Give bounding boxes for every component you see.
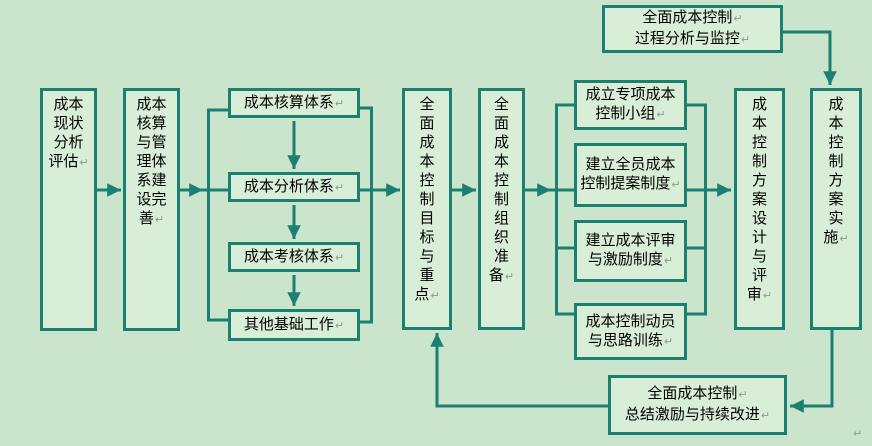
box-label-line2: 过程分析与监控	[634, 31, 740, 47]
box-label: 成本 现状 分析 评估	[48, 97, 84, 170]
flow-box-control-org-preparation: 全 面 成 本 控 制 组 织 准 备↵	[478, 88, 525, 330]
return-mark: ↵	[762, 289, 773, 302]
box-label-line2: 总结激励与持续改进	[624, 407, 760, 423]
flow-box-special-control-team: 成立专项成本 控制小组↵	[574, 80, 687, 130]
box-label: 成立专项成本 控制小组	[585, 87, 676, 122]
box-label: 成 本 控 制 方 案 设 计 与 评 审	[746, 97, 767, 303]
flow-box-plan-design-review: 成 本 控 制 方 案 设 计 与 评 审↵	[734, 88, 785, 330]
return-mark: ↵	[79, 156, 89, 169]
return-mark: ↵	[430, 289, 440, 302]
box-label: 成本 核算 与管 理体 系建 设完 善	[136, 97, 167, 227]
flow-box-review-incentive-system: 建立成本评审 与激励制度↵	[574, 220, 687, 282]
box-label: 全 面 成 本 控 制 组 织 准 备	[488, 97, 509, 284]
return-mark: ↵	[663, 334, 674, 348]
box-label: 建立全员成本 控制提案制度	[580, 157, 676, 192]
box-label: 成 本 控 制 方 案 实 施	[823, 97, 844, 246]
flow-box-cost-status-assessment: 成本 现状 分析 评估↵	[40, 88, 97, 331]
arrow-summary-to-target	[430, 332, 608, 408]
flow-box-accounting-management-system: 成本 核算 与管 理体 系建 设完 善↵	[123, 88, 180, 331]
return-mark: ↵	[738, 388, 748, 401]
flow-box-other-basic-work: 其他基础工作↵	[228, 309, 360, 341]
flow-box-cost-accounting-system: 成本核算体系↵	[228, 88, 360, 118]
bracket-subsystems-left	[207, 108, 229, 322]
return-mark: ↵	[334, 250, 345, 264]
trailing-return-mark: ↵	[853, 427, 863, 440]
arrow-implementation-to-summary	[789, 329, 834, 413]
return-mark: ↵	[656, 108, 666, 121]
box-label: 建立成本评审 与激励制度	[585, 233, 676, 268]
flow-box-proposal-system: 建立全员成本 控制提案制度↵	[574, 143, 687, 207]
return-mark: ↵	[663, 254, 674, 267]
flow-box-cost-appraisal-system: 成本考核体系↵	[228, 242, 360, 272]
flow-box-control-target-focus: 全 面 成 本 控 制 目 标 与 重 点↵	[402, 88, 452, 330]
flow-box-process-monitoring: 全面成本控制↵ 过程分析与监控↵	[602, 5, 783, 53]
return-mark: ↵	[504, 270, 515, 283]
box-label: 其他基础工作	[243, 316, 334, 333]
return-mark: ↵	[671, 178, 681, 191]
bracket-measures-right	[686, 103, 707, 316]
box-label: 成本控制动员 与思路训练	[585, 313, 676, 349]
flow-box-mobilization-training: 成本控制动员 与思路训练↵	[574, 303, 687, 360]
bracket-measures-left	[555, 103, 575, 316]
return-mark: ↵	[334, 318, 345, 332]
box-label-line1: 全面成本控制	[647, 386, 738, 402]
box-label: 全 面 成 本 控 制 目 标 与 重 点	[414, 97, 435, 303]
flow-box-cost-analysis-system: 成本分析体系↵	[228, 172, 360, 202]
box-label: 成本考核体系	[243, 248, 334, 265]
return-mark: ↵	[760, 409, 771, 422]
box-label: 成本核算体系	[243, 94, 334, 111]
return-mark: ↵	[839, 232, 849, 245]
box-label-line1: 全面成本控制	[642, 10, 733, 26]
arrow-monitoring-to-implementation	[783, 30, 837, 86]
bracket-subsystems-right	[359, 106, 373, 324]
flow-box-summary-improvement: 全面成本控制↵ 总结激励与持续改进↵	[608, 375, 787, 435]
return-mark: ↵	[733, 12, 743, 25]
return-mark: ↵	[334, 96, 345, 110]
return-mark: ↵	[334, 180, 345, 194]
box-label: 成本分析体系	[243, 178, 334, 195]
flow-box-plan-implementation: 成 本 控 制 方 案 实 施↵	[810, 88, 862, 330]
return-mark: ↵	[154, 213, 165, 226]
return-mark: ↵	[740, 33, 751, 46]
